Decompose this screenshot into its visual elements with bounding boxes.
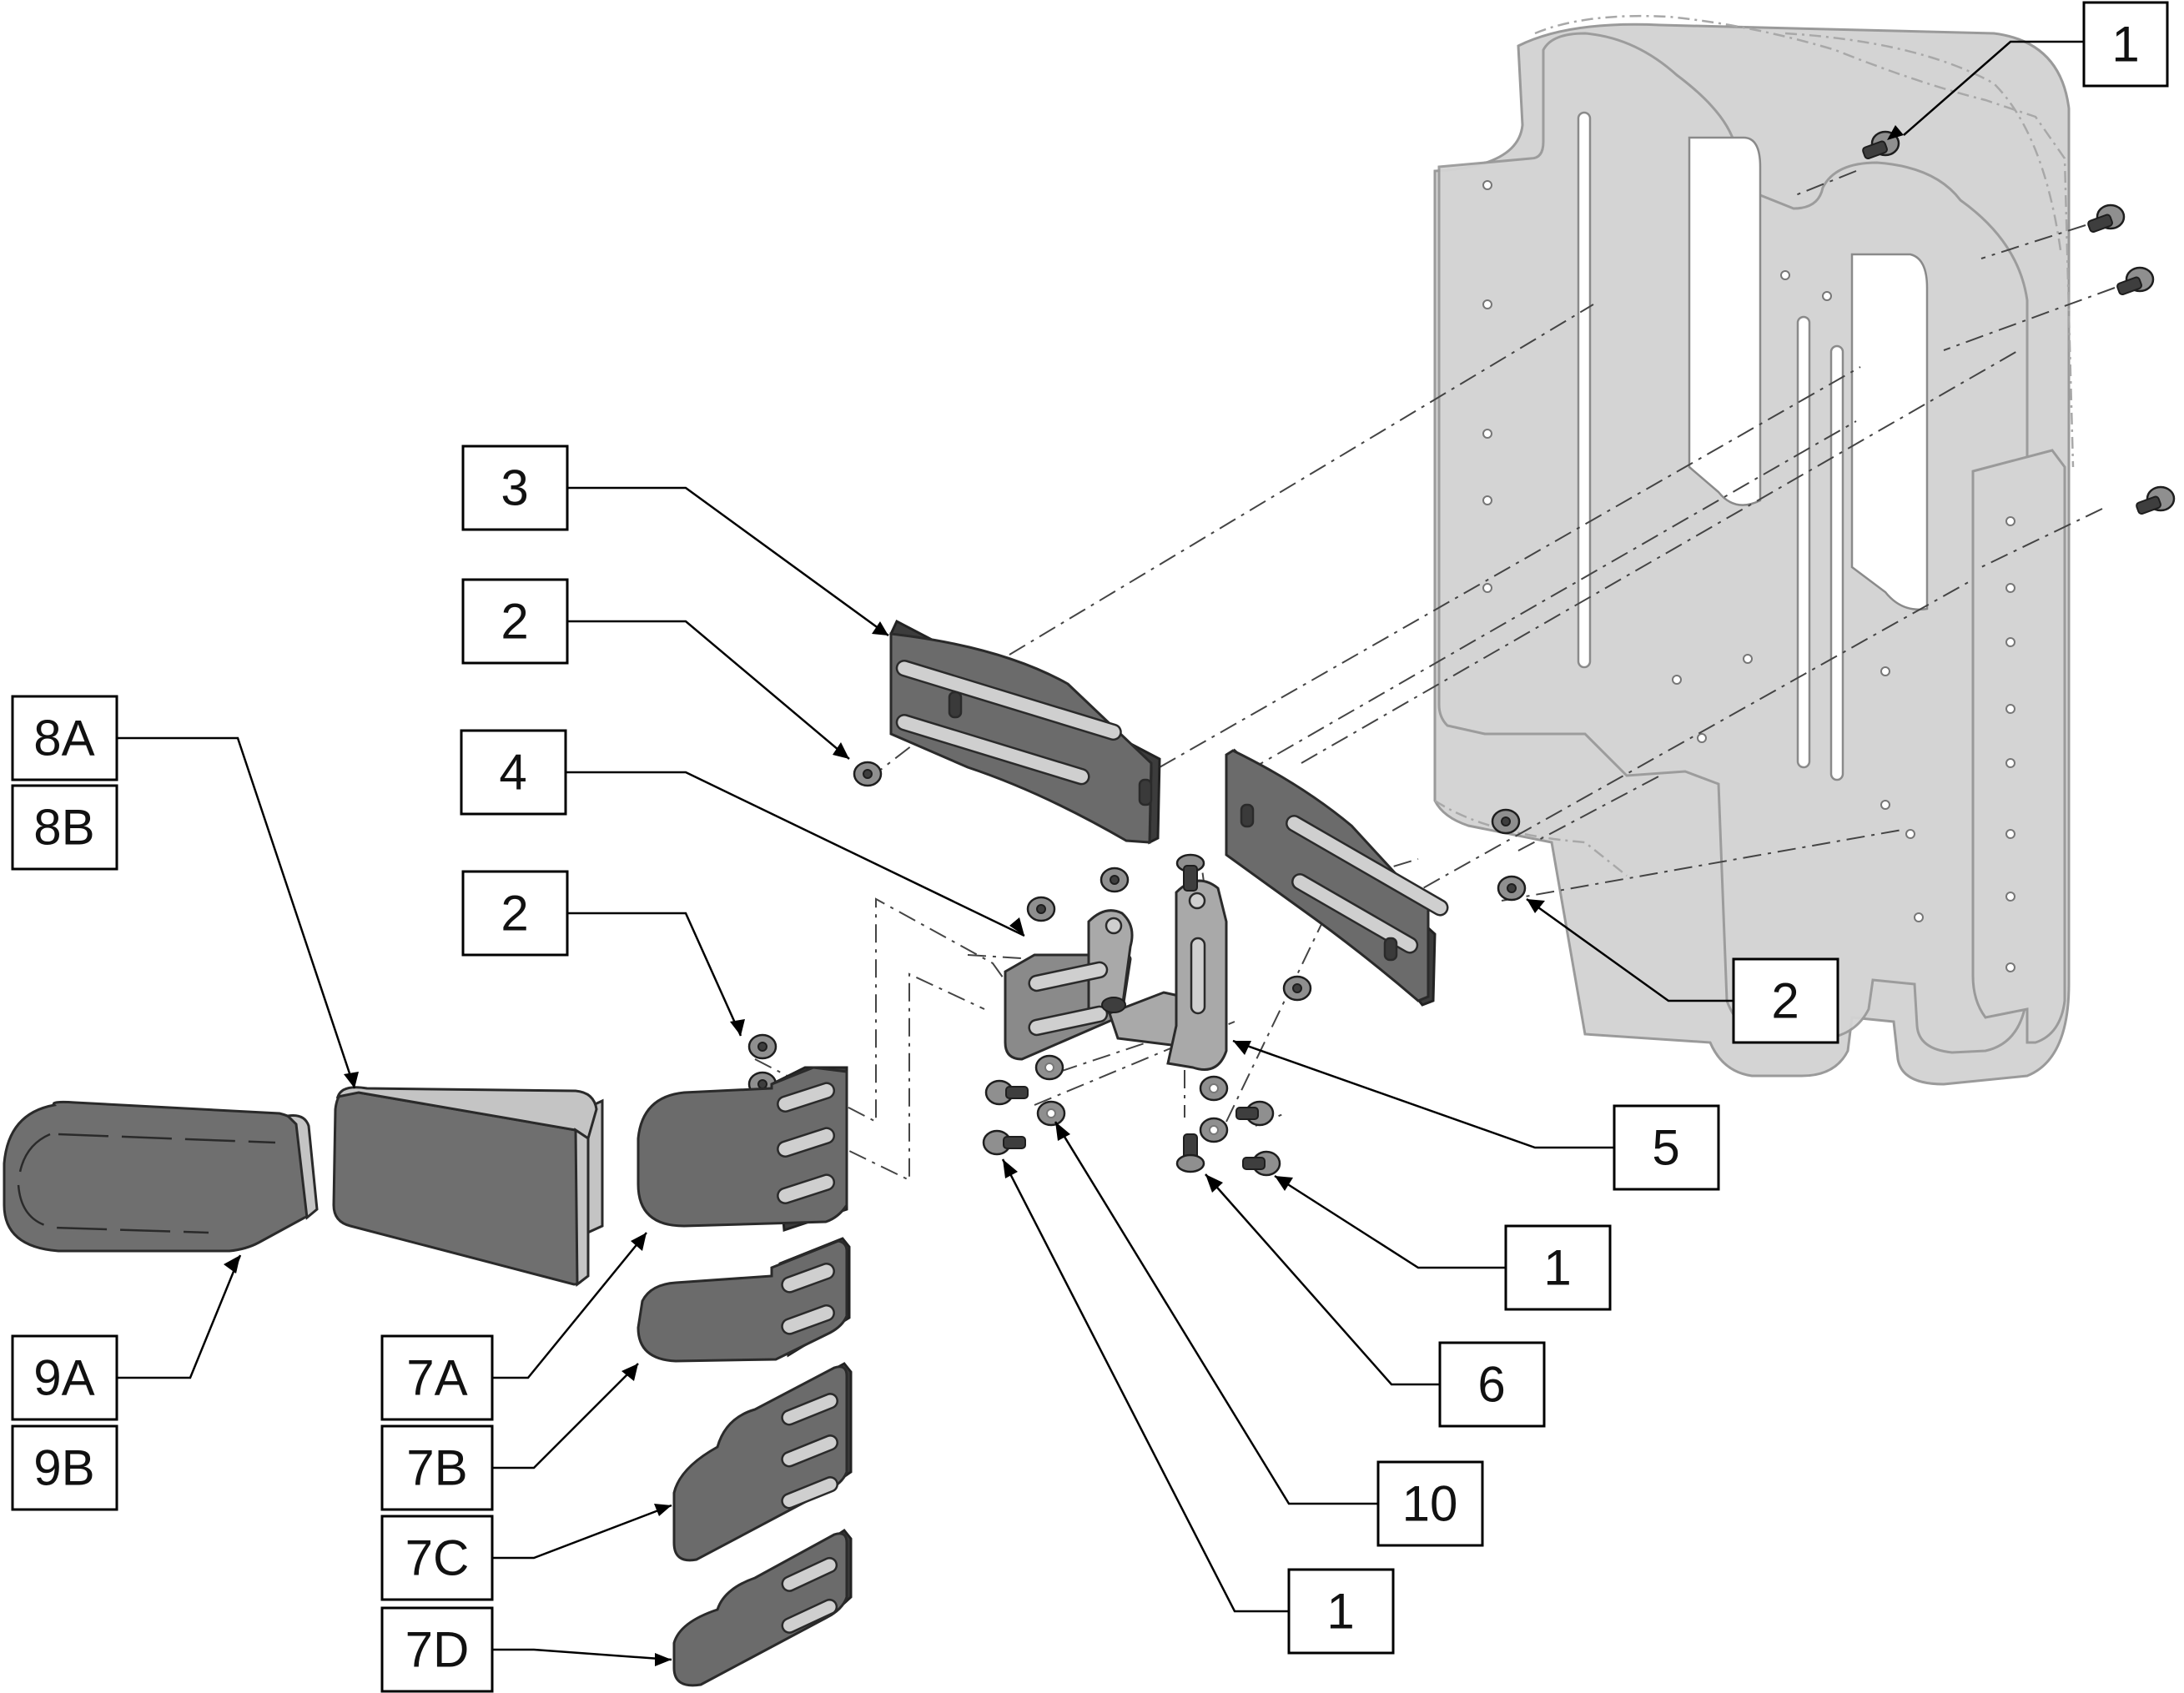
callout-label: 9A [33,1350,94,1406]
callout-3: 3 [461,445,569,531]
callouts: 1 3 2 8A 8B 4 2 2 [11,1,2169,1693]
callout-label: 7D [405,1622,470,1678]
screw-6-top [1175,853,1205,892]
callout-label: 4 [499,745,526,801]
pad-part-7a [637,1066,848,1233]
callout-7c: 7C [380,1515,494,1601]
screw-top-2 [2087,203,2126,234]
cap-2-f [1497,875,1527,902]
callout-2-middle: 2 [461,870,569,957]
callout-label: 1 [1326,1584,1354,1640]
screw-6-bottom [1175,1133,1205,1173]
cap-2-a [853,761,883,787]
cap-2-d [1282,975,1312,1002]
callout-label: 7B [406,1440,467,1496]
callout-1-top: 1 [2082,1,2169,88]
callout-label: 3 [501,460,528,516]
callout-label: 5 [1652,1120,1679,1176]
callout-label: 1 [2111,17,2139,73]
washer-10-a [1034,1054,1064,1081]
washer-10-d [1199,1117,1229,1143]
screw-top-3 [2116,266,2155,296]
callout-5: 5 [1613,1104,1720,1191]
callout-7b: 7B [380,1424,494,1511]
callout-9a: 9A [11,1334,118,1421]
callout-label: 7C [405,1530,470,1586]
callout-label: 2 [501,886,528,942]
plate-part-3 [889,619,1161,845]
screw-1-c [1235,1100,1275,1127]
callout-label: 1 [1543,1240,1571,1296]
cap-2-b [1026,896,1056,922]
plate-part-3-right [1225,748,1449,1007]
callout-9b: 9B [11,1424,118,1511]
back-frame [1433,14,2075,1086]
screw-1-d [1242,1150,1281,1177]
callout-8a: 8A [11,695,118,781]
callout-7a: 7A [380,1334,494,1421]
callout-label: 2 [501,594,528,650]
frame-holes [1482,180,2015,972]
pad-part-7d [672,1528,853,1687]
callout-label: 9B [33,1440,94,1496]
pad-part-7b [637,1237,851,1363]
washer-10-c [1199,1075,1229,1102]
callout-1-bottom: 1 [1287,1568,1395,1655]
pad-part-8a [332,1086,604,1288]
callout-8b: 8B [11,784,118,871]
callout-label: 10 [1402,1476,1458,1532]
screw-1-a [984,1079,1029,1106]
bracket-part-4 [1004,879,1228,1071]
pad-part-9a [3,1100,319,1253]
callout-label: 6 [1477,1357,1505,1413]
cap-2-g [747,1033,777,1060]
callout-label: 8A [33,711,94,766]
callout-label: 7A [406,1350,467,1406]
cap-2-c [1100,867,1130,893]
callout-1-right: 1 [1504,1224,1612,1311]
callout-6: 6 [1438,1341,1546,1428]
pad-part-7c [672,1362,853,1562]
callout-label: 8B [33,800,94,856]
cap-2-e [1491,808,1521,835]
screw-1-b [982,1129,1026,1156]
callout-2-upper: 2 [461,578,569,665]
callout-7d: 7D [380,1606,494,1693]
fasteners [747,130,2176,1177]
leader-lines [117,40,2084,1666]
callout-label: 2 [1771,973,1799,1029]
callout-2-right: 2 [1732,957,1839,1044]
callout-4: 4 [460,729,567,816]
washer-10-b [1036,1100,1066,1127]
callout-10: 10 [1376,1460,1484,1547]
screw-top-4 [2136,485,2176,515]
